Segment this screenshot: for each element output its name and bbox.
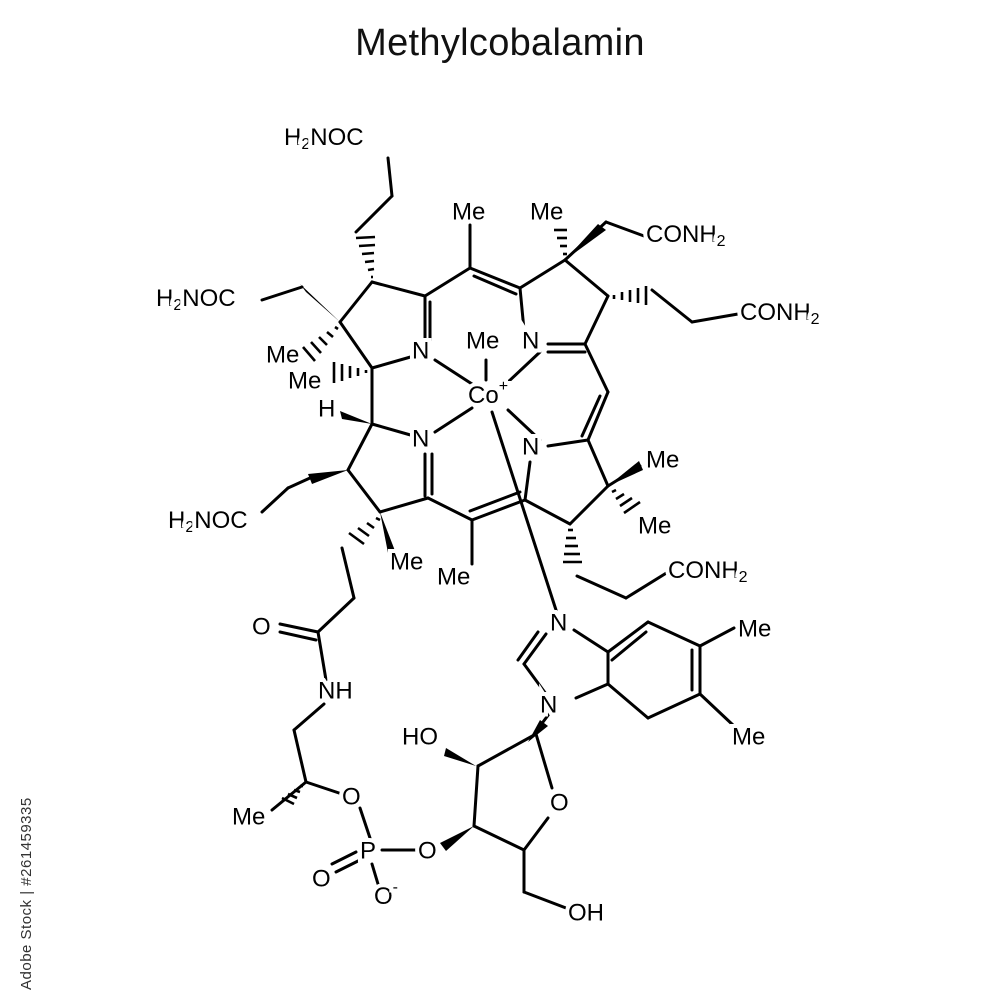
amide-label-right: CONH2: [740, 299, 820, 328]
methyl-label: Me: [732, 723, 765, 750]
oxygen-label: O: [312, 865, 331, 892]
ring-substituent-bonds: [260, 156, 740, 812]
oxygen-label: O: [252, 613, 271, 640]
oxygen-label: O: [418, 837, 437, 864]
cobalt-coordination-bonds: [433, 350, 558, 612]
nitrogen-label: N: [522, 327, 539, 354]
methyl-label: Me: [288, 367, 321, 394]
benzimidazole-bonds: [516, 620, 736, 728]
corrin-ring-bonds: [338, 258, 610, 526]
methyl-label: Me: [466, 327, 499, 354]
amide-label-top: H2NOC: [284, 124, 364, 153]
methyl-label: Me: [530, 198, 563, 225]
oxygen-label: O: [342, 783, 361, 810]
oxygen-label: O: [550, 789, 569, 816]
amide-label-lower-left: H2NOC: [168, 507, 248, 536]
amine-label: NH: [318, 677, 353, 704]
nitrogen-label: N: [550, 609, 567, 636]
cobalt-label: Co+: [468, 378, 508, 409]
amide-label-left: H2NOC: [156, 285, 236, 314]
nitrogen-label: N: [412, 425, 429, 452]
ribose-phosphate-bonds: [330, 732, 568, 910]
methyl-label: Me: [266, 341, 299, 368]
nitrogen-label: N: [412, 337, 429, 364]
stereo-hashes: [281, 228, 648, 806]
methyl-label: Me: [738, 615, 771, 642]
compound-title: Methylcobalamin: [355, 22, 645, 64]
nitrogen-label: N: [522, 433, 539, 460]
hydrogen-label: H: [318, 395, 335, 422]
methyl-label: Me: [452, 198, 485, 225]
methyl-label: Me: [232, 803, 265, 830]
oxygen-label: O-: [374, 879, 398, 910]
hydroxyl-label: HO: [402, 723, 438, 750]
amide-label-right-top: CONH2: [646, 221, 726, 250]
stereo-wedges: [300, 224, 643, 851]
nitrogen-label: N: [540, 691, 557, 718]
hydroxyl-label: OH: [568, 899, 604, 926]
methyl-label: Me: [646, 446, 679, 473]
amide-label-right-lower: CONH2: [668, 557, 748, 586]
atom-labels: H2NOC H2NOC H2NOC CONH2 CONH2 CONH2 Me M…: [152, 120, 824, 930]
phosphorus-label: P: [360, 837, 376, 864]
methyl-label: Me: [437, 563, 470, 590]
methyl-label: Me: [638, 512, 671, 539]
methyl-label: Me: [390, 548, 423, 575]
